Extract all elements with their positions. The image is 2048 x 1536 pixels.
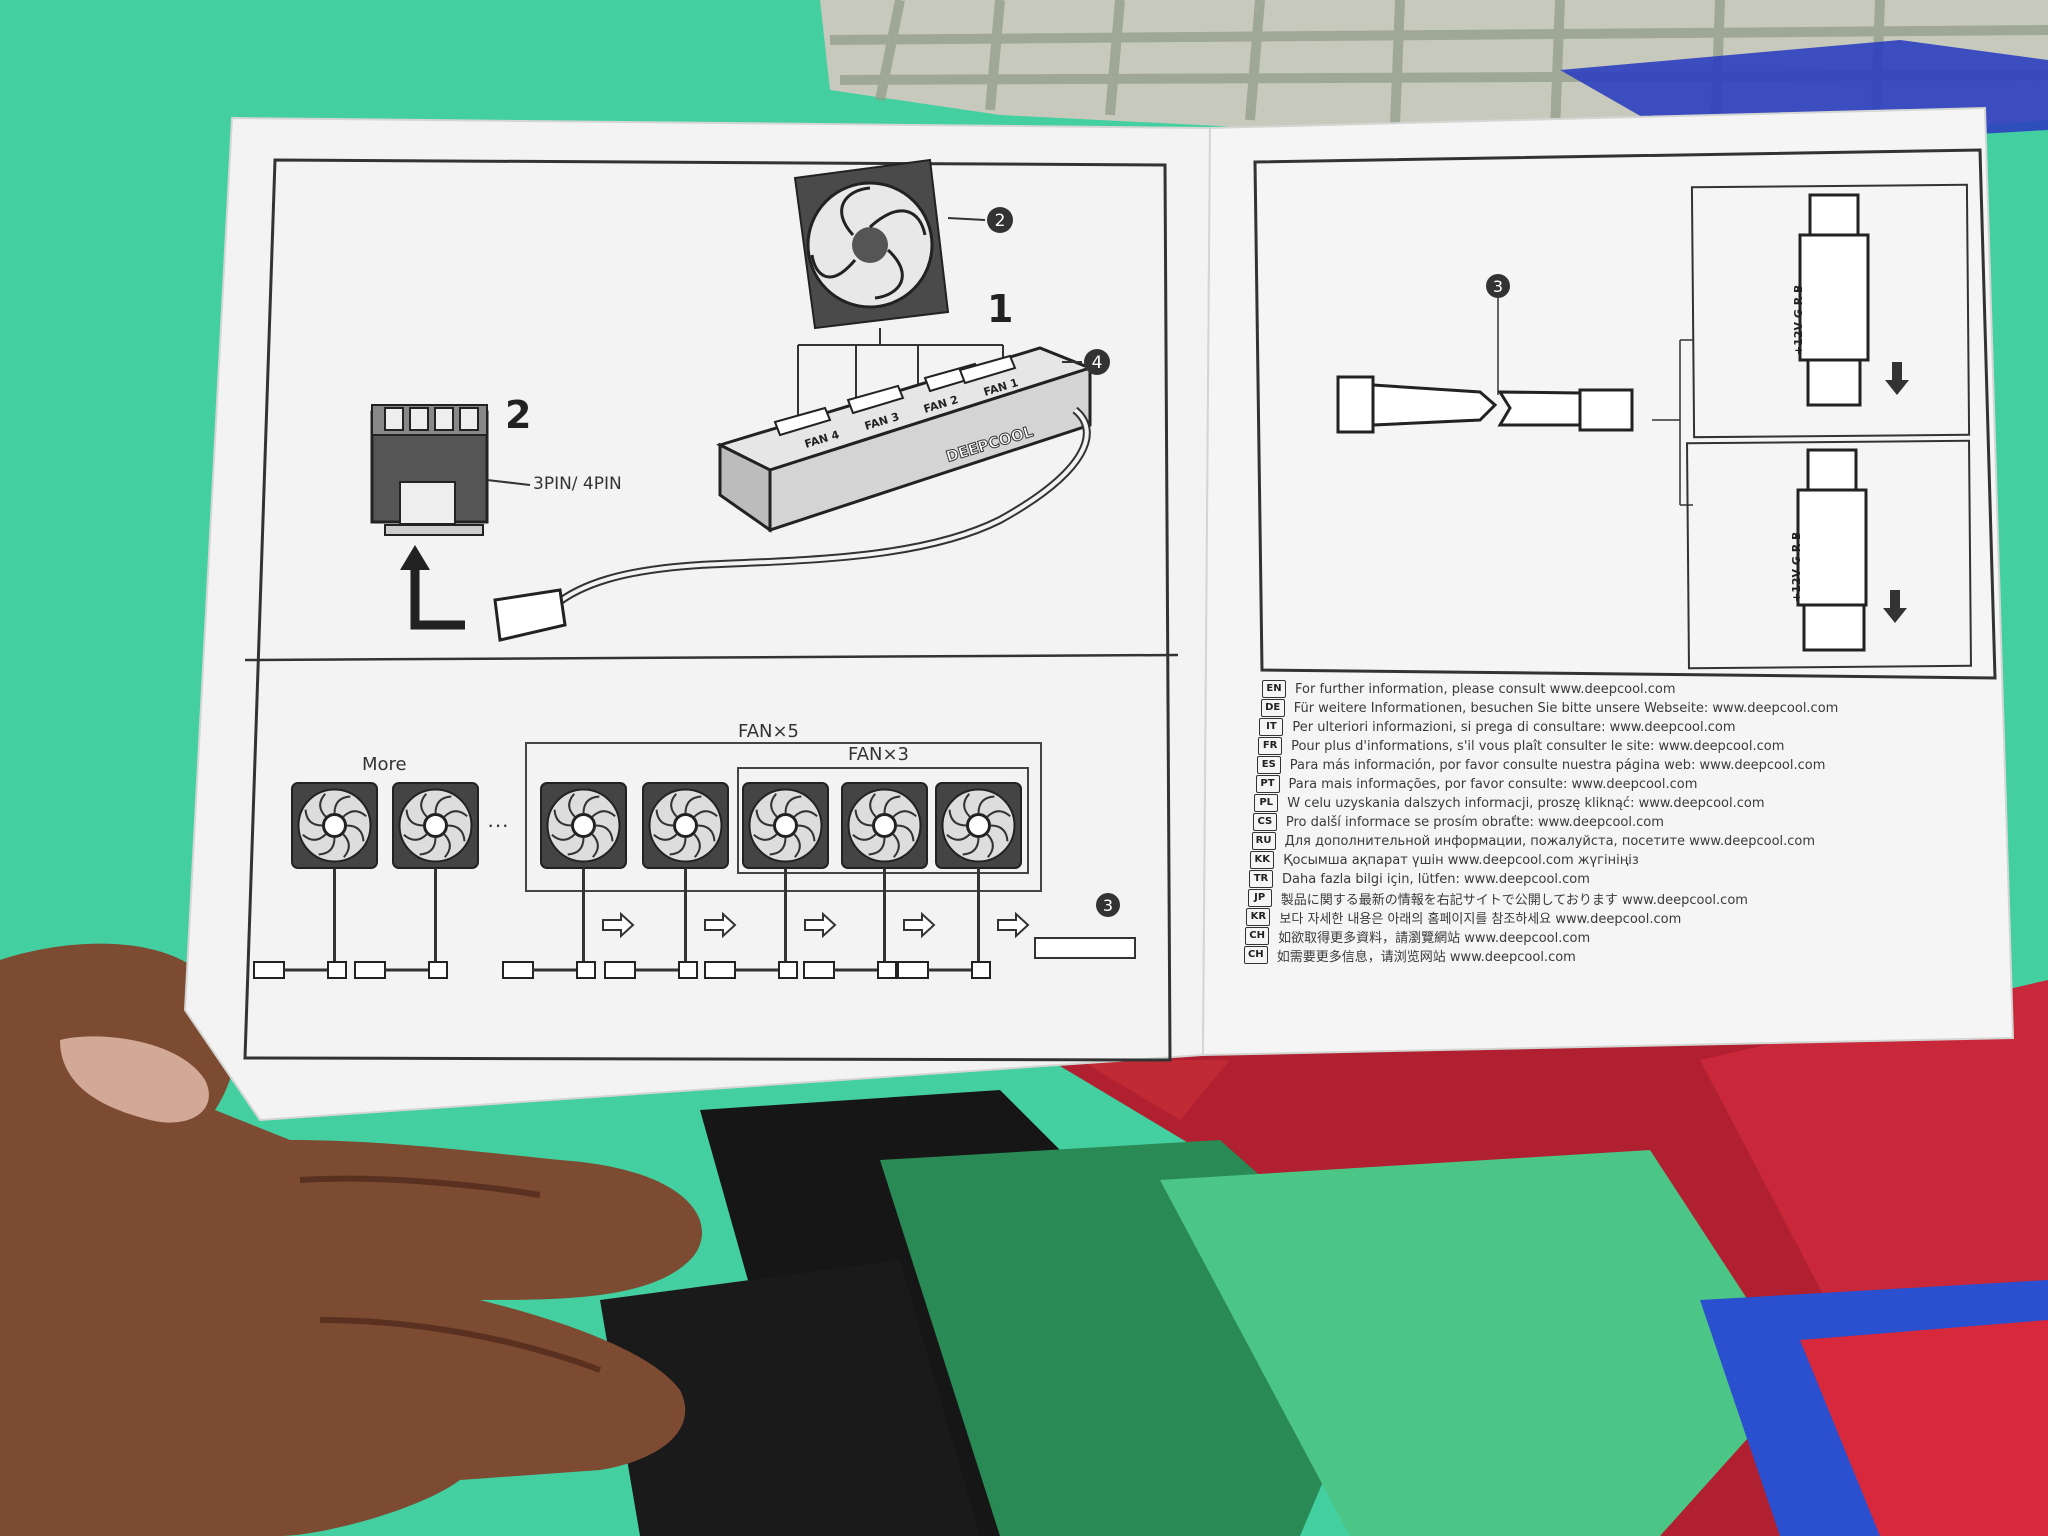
callout-2: 2: [995, 211, 1006, 231]
language-text: 如欲取得更多資料，請瀏覽網站 www.deepcool.com: [1278, 930, 1591, 946]
language-row: IT Per ulteriori informazioni, si prega d…: [1259, 718, 1736, 736]
arrow-right-icon: [804, 911, 837, 939]
language-code: IT: [1259, 718, 1284, 736]
step-2-label: 2: [505, 393, 531, 437]
language-row: FR Pour plus d'informations, s'il vous pl…: [1258, 737, 1784, 755]
language-row: DE Für weitere Informationen, besuchen Si…: [1260, 699, 1839, 717]
arrow-down-icon: [1883, 590, 1907, 623]
extension-cable: [1034, 937, 1136, 959]
callout-3: 3: [1493, 277, 1503, 296]
language-code: KR: [1246, 908, 1271, 926]
language-code: TR: [1249, 870, 1273, 888]
ellipsis: ···: [487, 812, 509, 837]
pin-connector-illustration: [370, 404, 489, 536]
language-text: Pour plus d'informations, s'il vous plaî…: [1291, 738, 1785, 754]
fan-illustration: [793, 158, 950, 330]
language-code: CH: [1243, 946, 1268, 964]
callout-3-circle: [1486, 274, 1510, 298]
callout-4-circle: [1084, 349, 1110, 375]
language-code: CS: [1252, 813, 1277, 831]
fan5-group-box: [525, 742, 1042, 892]
callout-3-bottom-circle: [1096, 893, 1120, 917]
language-row: JP 製品に関する最新の情報を右記サイトで公開しております www.deepcoo…: [1247, 889, 1748, 908]
fan-icon: [841, 782, 928, 869]
language-text: Для дополнительной информации, пожалуйст…: [1284, 833, 1816, 849]
fan-icon: [642, 782, 729, 869]
language-row: RU Для дополнительной информации, пожалуй…: [1251, 832, 1816, 850]
step-1-label: 1: [987, 287, 1013, 331]
group-more-label: More: [362, 754, 407, 775]
arrow-down-icon: [1885, 362, 1909, 395]
language-text: Para mais informações, por favor consult…: [1288, 776, 1698, 792]
language-row: EN For further information, please consul…: [1262, 680, 1676, 698]
language-text: Daha fazla bilgi için, lütfen: www.deepc…: [1282, 871, 1590, 887]
language-code: FR: [1258, 737, 1283, 755]
language-text: Pro další informace se prosím obraťte: w…: [1285, 814, 1664, 830]
language-row: CS Pro další informace se prosím obraťte:…: [1252, 813, 1664, 831]
group-fan5-label: FAN×5: [738, 721, 799, 742]
callout-3-bottom: 3: [1103, 896, 1113, 915]
arrow-right-icon: [704, 911, 737, 939]
language-code: CH: [1245, 927, 1270, 945]
language-code: RU: [1251, 832, 1276, 850]
language-text: Für weitere Informationen, besuchen Sie …: [1293, 700, 1839, 716]
pin-labels-bottom: +12V G R B: [1790, 532, 1803, 602]
rgb-connector-top: [1798, 193, 1870, 407]
language-code: ES: [1256, 756, 1281, 774]
language-text: 如需要更多信息，请浏览网站 www.deepcool.com: [1276, 949, 1576, 965]
language-row: KK Қосымша ақпарат үшін www.deepcool.com …: [1250, 851, 1639, 869]
fan-icon: [291, 782, 378, 869]
language-text: 製品に関する最新の情報を右記サイトで公開しております www.deepcool.…: [1280, 892, 1748, 908]
group-fan3-label: FAN×3: [848, 744, 909, 765]
connector-type-label: 3PIN/ 4PIN: [533, 474, 622, 494]
extension-cable-illustration: [1336, 375, 1634, 434]
pinout-box-bottom: [1686, 439, 1972, 670]
fan-icon: [935, 782, 1022, 869]
callout-4: 4: [1092, 353, 1103, 373]
fan-chain-row: [253, 782, 1030, 979]
callout-2-circle: [987, 207, 1013, 233]
language-row: CH 如欲取得更多資料，請瀏覽網站 www.deepcool.com: [1245, 927, 1591, 946]
language-text: Para más información, por favor consulte…: [1289, 757, 1826, 773]
language-text: W celu uzyskania dalszych informacji, pr…: [1287, 795, 1765, 811]
arrow-right-icon: [903, 911, 936, 939]
language-text: Per ulteriori informazioni, si prega di …: [1292, 719, 1736, 735]
arrow-right-icon: [997, 911, 1030, 939]
language-row: PL W celu uzyskania dalszych informacji, …: [1254, 794, 1765, 812]
pinout-box-top: [1690, 183, 1971, 439]
language-text: Қосымша ақпарат үшін www.deepcool.com жү…: [1283, 852, 1639, 868]
language-code: PT: [1255, 775, 1280, 793]
left-page: 2 1 FAN 4 FAN 3 FAN 2: [183, 116, 1212, 1122]
language-row: TR Daha fazla bilgi için, lütfen: www.dee…: [1249, 870, 1590, 888]
hand: [0, 943, 703, 1536]
language-code: KK: [1250, 851, 1275, 869]
fan-icon: [392, 782, 479, 869]
language-text: For further information, please consult …: [1295, 681, 1676, 697]
fan-icon: [742, 782, 829, 869]
fan-icon: [540, 782, 627, 869]
rgb-connector-bottom: [1796, 448, 1868, 652]
arrow-right-icon: [602, 911, 635, 939]
language-row: PT Para mais informações, por favor consu…: [1255, 775, 1698, 793]
quilt-pattern: [600, 980, 2048, 1536]
fan-hub: [715, 346, 1095, 533]
language-code: JP: [1247, 889, 1272, 907]
language-code: EN: [1262, 680, 1286, 698]
arrow-up-icon: [410, 565, 465, 630]
pin-labels-top: +12V G R B: [1792, 285, 1805, 355]
language-row: CH 如需要更多信息，请浏览网站 www.deepcool.com: [1243, 946, 1576, 965]
language-code: PL: [1254, 794, 1279, 812]
language-row: ES Para más información, por favor consul…: [1256, 756, 1826, 774]
right-page: 3 +12V G R B +12V G R: [1201, 106, 2015, 1057]
language-code: DE: [1260, 699, 1285, 717]
language-row: KR 보다 자세한 내용은 아래의 홈페이지를 참조하세요 www.deepcoo…: [1246, 908, 1682, 927]
cable-connector: [493, 588, 567, 642]
language-text: 보다 자세한 내용은 아래의 홈페이지를 참조하세요 www.deepcool.…: [1279, 911, 1682, 927]
